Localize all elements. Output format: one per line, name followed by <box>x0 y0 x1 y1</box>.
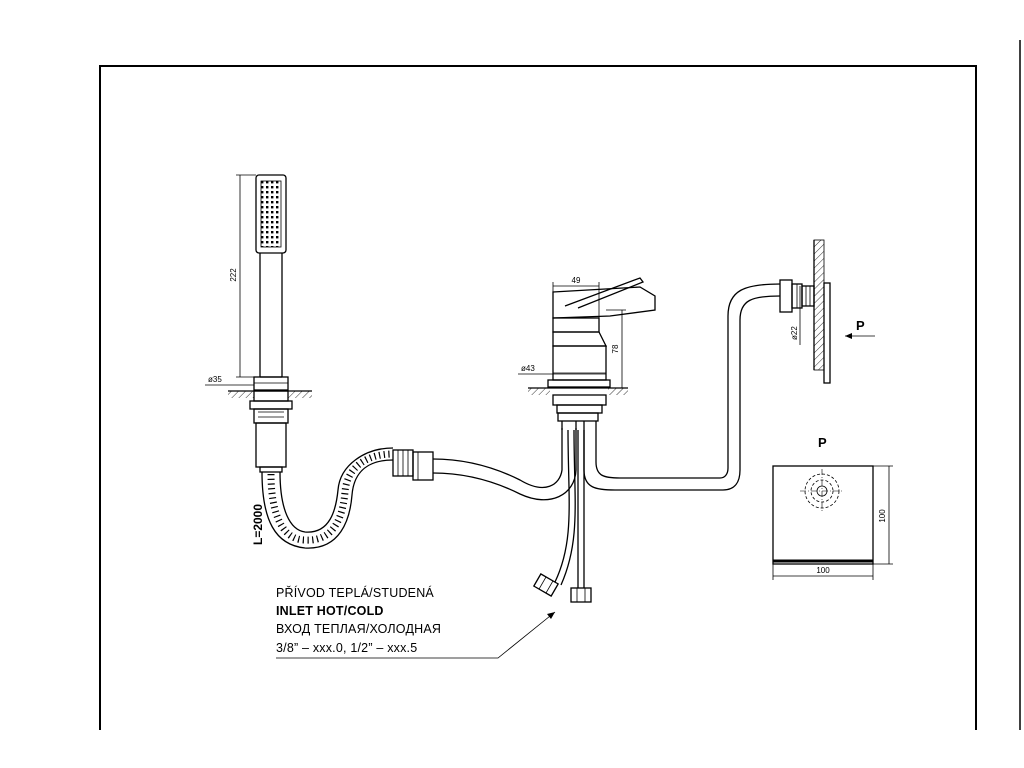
inlet-hoses <box>532 429 592 603</box>
dim-plate-width-text: 100 <box>816 566 830 575</box>
mixer-body <box>528 277 656 430</box>
dim-plate-height-text: 100 <box>878 509 887 523</box>
view-title-label: P <box>818 435 827 450</box>
flexible-hose <box>261 447 434 549</box>
dim-49-text: 49 <box>572 276 581 285</box>
note-line-3: ВХОД ТЕПЛАЯ/ХОЛОДНАЯ <box>276 622 441 636</box>
dim-hose-length: L=2000 <box>251 504 265 545</box>
dim-dia22-text: ø22 <box>790 326 799 340</box>
dim-plate-width: 100 <box>772 564 874 580</box>
dim-222-text: 222 <box>229 268 238 282</box>
view-arrow: P <box>845 318 875 339</box>
diverter-pipe <box>432 428 577 501</box>
note-line-1: PŘÍVOD TEPLÁ/STUDENÁ <box>276 585 434 600</box>
dim-78-text: 78 <box>611 344 620 353</box>
dim-holder-dia: ø35 <box>205 375 254 386</box>
dim-body-height: 78 <box>606 309 626 389</box>
drawing-frame <box>99 40 1021 730</box>
dim-dia35-text: ø35 <box>208 375 222 384</box>
dim-shower-height: 222 <box>229 174 256 378</box>
view-arrow-label: P <box>856 318 865 333</box>
dim-plate-height: 100 <box>873 465 893 565</box>
inlet-note: PŘÍVOD TEPLÁ/STUDENÁ INLET HOT/COLD ВХОД… <box>276 585 556 659</box>
dim-lever-width: 49 <box>552 276 600 318</box>
dim-outlet-dia: ø22 <box>790 286 801 345</box>
dim-body-dia: ø43 <box>518 364 606 375</box>
hose-length-text: L=2000 <box>251 504 265 545</box>
note-line-2: INLET HOT/COLD <box>276 604 384 618</box>
wall-outlet <box>779 239 831 384</box>
note-line-4: 3/8” – xxx.0, 1/2” – xxx.5 <box>276 641 417 655</box>
hand-shower <box>228 174 312 473</box>
dim-dia43-text: ø43 <box>521 364 535 373</box>
outlet-pipe <box>583 283 781 491</box>
view-p-plate: P <box>772 435 874 565</box>
